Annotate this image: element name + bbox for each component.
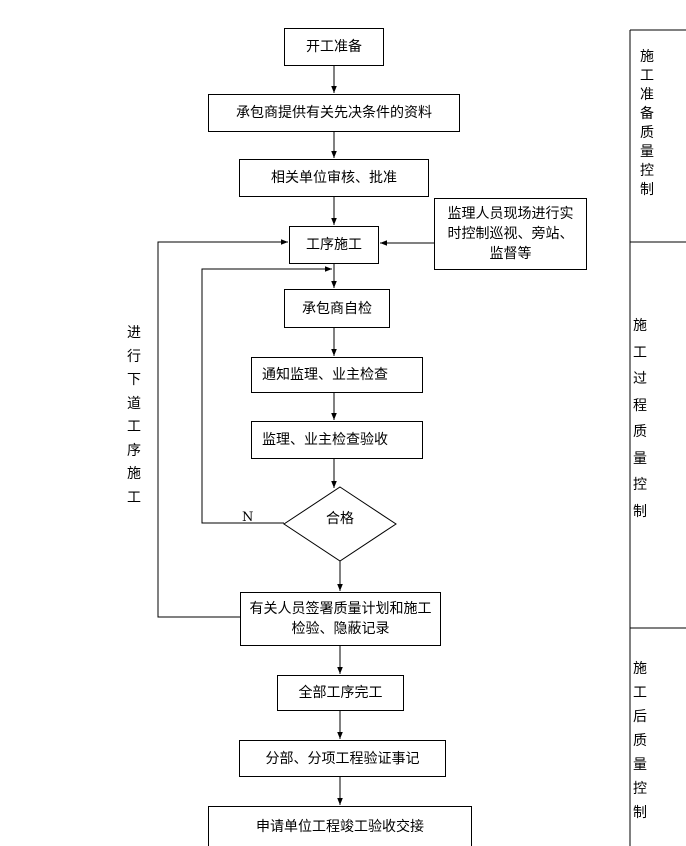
vertical-char: 量 <box>633 757 647 773</box>
step-approve: 相关单位审核、批准 <box>239 159 429 197</box>
decision-diamond <box>283 486 397 562</box>
vertical-char: 工 <box>127 489 141 506</box>
vertical-char: 工 <box>640 68 654 84</box>
vertical-char: 行 <box>127 348 141 365</box>
vertical-char: 后 <box>633 709 647 725</box>
vertical-char: 序 <box>127 442 141 459</box>
vertical-char: 控 <box>633 477 647 493</box>
no-label: N <box>242 510 254 525</box>
vertical-char: 道 <box>127 395 141 412</box>
vertical-char: 过 <box>633 371 647 387</box>
step-sign: 有关人员签署质量计划和施工检验、隐蔽记录 <box>240 592 441 646</box>
vertical-char: 施 <box>633 661 647 677</box>
vertical-char: 量 <box>640 144 654 160</box>
vertical-char: 制 <box>640 182 654 198</box>
step-construct: 工序施工 <box>289 226 379 264</box>
loop-next-process <box>157 239 288 618</box>
vertical-char: 程 <box>633 397 647 414</box>
phase-label-process: 施工过程质量控制 <box>630 313 650 525</box>
step-all-done: 全部工序完工 <box>277 675 404 711</box>
step-apply: 申请单位工程竣工验收交接 <box>208 806 472 846</box>
vertical-char: 工 <box>633 685 647 701</box>
vertical-char: 工 <box>633 344 647 361</box>
vertical-char: 施 <box>127 466 141 482</box>
vertical-char: 备 <box>640 106 654 122</box>
vertical-char: 施 <box>640 49 654 65</box>
loop-no-back <box>201 266 332 524</box>
vertical-char: 施 <box>633 318 647 334</box>
loop-label: 进行下道工序施工 <box>124 322 144 510</box>
vertical-char: 控 <box>633 781 647 797</box>
supervision-note: 监理人员现场进行实时控制巡视、旁站、监督等 <box>434 198 587 270</box>
step-notify: 通知监理、业主检查 <box>251 357 423 393</box>
decision-label: 合格 <box>326 511 354 527</box>
vertical-char: 质 <box>633 424 647 440</box>
vertical-char: 制 <box>633 805 647 821</box>
vertical-char: 质 <box>640 125 654 141</box>
phase-label-post: 施工后质量控制 <box>630 657 650 825</box>
phase-label-prep: 施工准备质量控制 <box>637 48 657 200</box>
step-record: 分部、分项工程验证事记 <box>239 740 446 777</box>
vertical-char: 准 <box>640 87 654 103</box>
vertical-char: 量 <box>633 450 647 467</box>
vertical-char: 制 <box>633 503 647 520</box>
step-start: 开工准备 <box>284 28 384 66</box>
step-provide-docs: 承包商提供有关先决条件的资料 <box>208 94 460 132</box>
step-inspect: 监理、业主检查验收 <box>251 421 423 459</box>
step-self-check: 承包商自检 <box>284 289 390 328</box>
vertical-char: 工 <box>127 419 141 435</box>
vertical-char: 进 <box>127 325 141 341</box>
vertical-char: 控 <box>640 163 654 179</box>
vertical-char: 质 <box>633 733 647 749</box>
vertical-char: 下 <box>127 372 141 388</box>
